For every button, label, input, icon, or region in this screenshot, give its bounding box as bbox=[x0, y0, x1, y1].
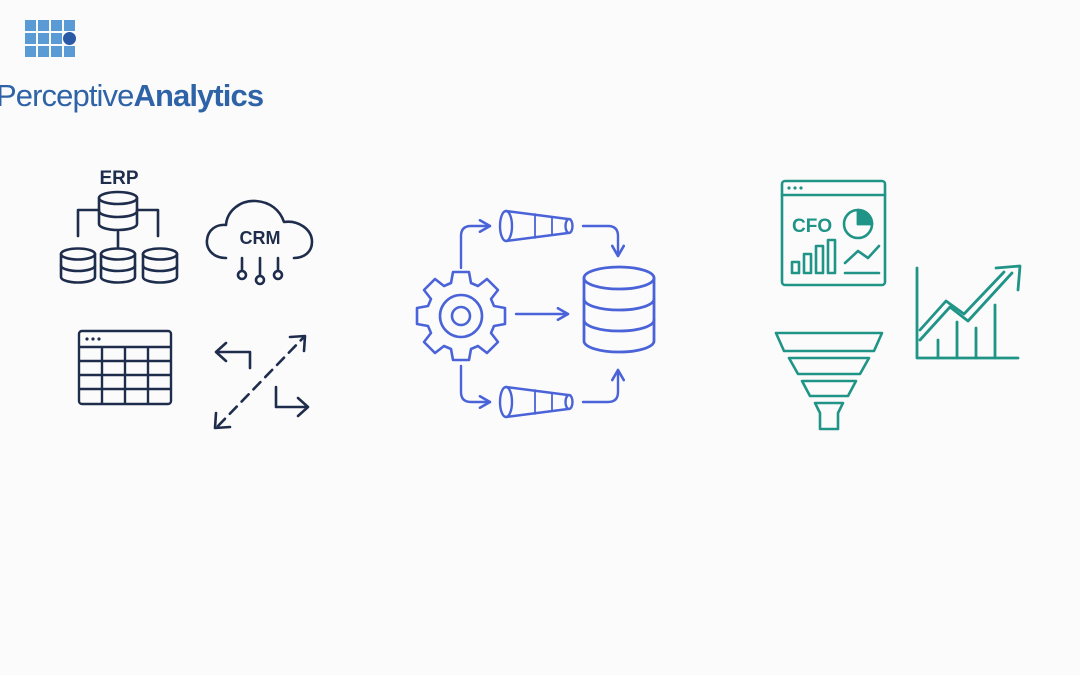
cfo-dashboard-icon bbox=[780, 179, 887, 287]
data-pipe-icon bbox=[498, 385, 574, 419]
erp-database-hierarchy-icon bbox=[59, 190, 179, 284]
spreadsheet-table-icon bbox=[77, 329, 173, 406]
cfo-label: CFO bbox=[792, 216, 832, 237]
data-warehouse-icon bbox=[582, 265, 656, 354]
bidirectional-transfer-icon bbox=[213, 334, 310, 430]
logo-name-light: Perceptive bbox=[0, 78, 134, 113]
growth-chart-icon bbox=[915, 264, 1022, 360]
perceptive-analytics-logo: PerceptiveAnalytics bbox=[0, 14, 264, 114]
erp-label: ERP bbox=[99, 168, 138, 189]
processing-gear-icon bbox=[415, 270, 507, 362]
data-pipe-icon bbox=[498, 209, 574, 243]
logo-mark-icon bbox=[25, 20, 76, 57]
crm-label: CRM bbox=[240, 228, 281, 248]
funnel-icon bbox=[774, 331, 884, 431]
logo-name-bold: Analytics bbox=[133, 78, 264, 113]
pipeline-arrows bbox=[459, 218, 626, 410]
logo-wordmark: PerceptiveAnalytics bbox=[0, 78, 264, 113]
crm-cloud-icon bbox=[205, 199, 314, 286]
